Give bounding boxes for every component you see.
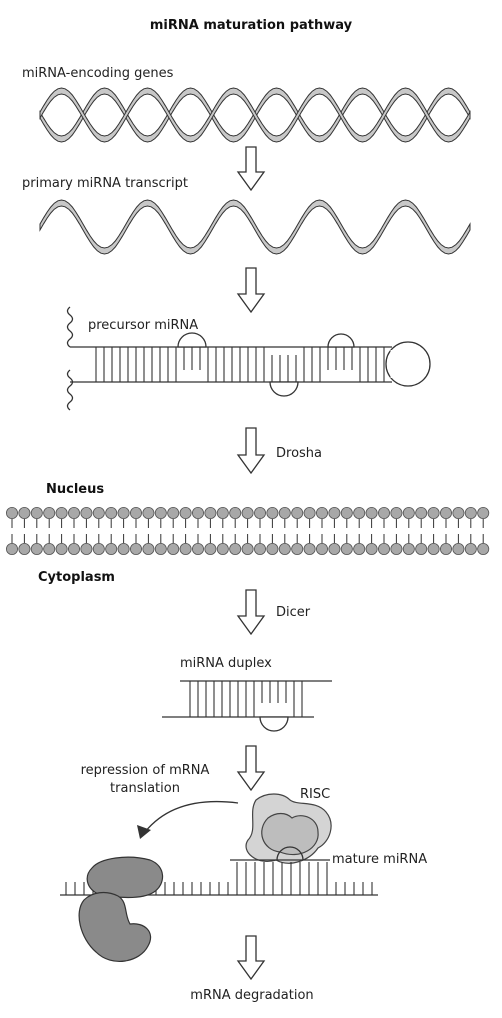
nuclear-membrane-bilayer: [6, 506, 490, 556]
label-mirna-encoding-genes: miRNA-encoding genes: [22, 66, 174, 81]
label-repression-line2: translation: [110, 781, 180, 796]
label-drosha: Drosha: [276, 446, 322, 461]
mature-mirna-strand: [230, 846, 330, 861]
label-mirna-duplex: miRNA duplex: [180, 656, 272, 671]
repression-curved-arrow: [137, 800, 239, 839]
label-mature-mirna: mature miRNA: [332, 852, 427, 867]
mirna-duplex: [162, 680, 332, 732]
arrow-genes-to-primary: [236, 146, 266, 192]
arrow-duplex-to-risc: [236, 745, 266, 792]
primary-transcript-ribbon: [39, 199, 471, 255]
label-precursor-mirna: precursor miRNA: [88, 318, 198, 333]
precursor-mirna-hairpin: [66, 306, 431, 411]
ribosome: [78, 856, 164, 962]
label-nucleus: Nucleus: [46, 482, 104, 497]
label-repression-line1: repression of mRNA: [81, 763, 210, 778]
label-dicer: Dicer: [276, 605, 311, 620]
arrow-to-degradation: [236, 935, 266, 981]
arrow-precursor-to-membrane: [236, 427, 266, 475]
arrow-primary-to-precursor: [236, 267, 266, 314]
diagram-title: miRNA maturation pathway: [150, 18, 353, 33]
risc-complex: [245, 793, 332, 864]
label-primary-mirna-transcript: primary miRNA transcript: [22, 176, 188, 191]
label-risc: RISC: [300, 787, 330, 802]
dna-double-helix: [39, 87, 471, 143]
label-cytoplasm: Cytoplasm: [38, 570, 115, 585]
label-mrna-degradation: mRNA degradation: [190, 988, 313, 1003]
arrow-membrane-to-duplex: [236, 589, 266, 636]
